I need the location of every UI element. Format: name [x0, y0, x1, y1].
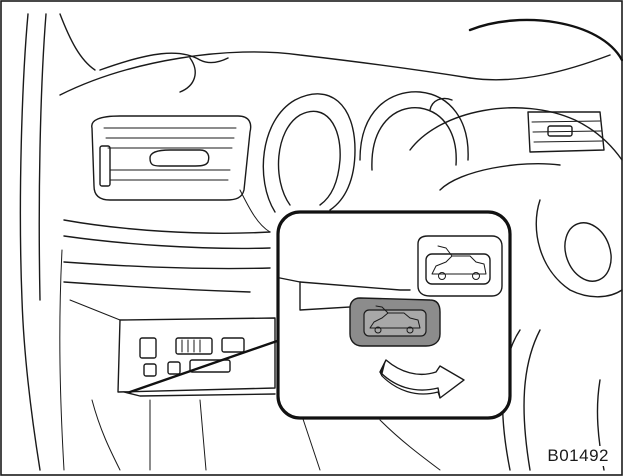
hood-release-lever: [350, 298, 440, 346]
figure-code: B01492: [545, 446, 611, 466]
car-hood-open-icon: [364, 306, 426, 336]
magnified-inset: [278, 212, 510, 418]
